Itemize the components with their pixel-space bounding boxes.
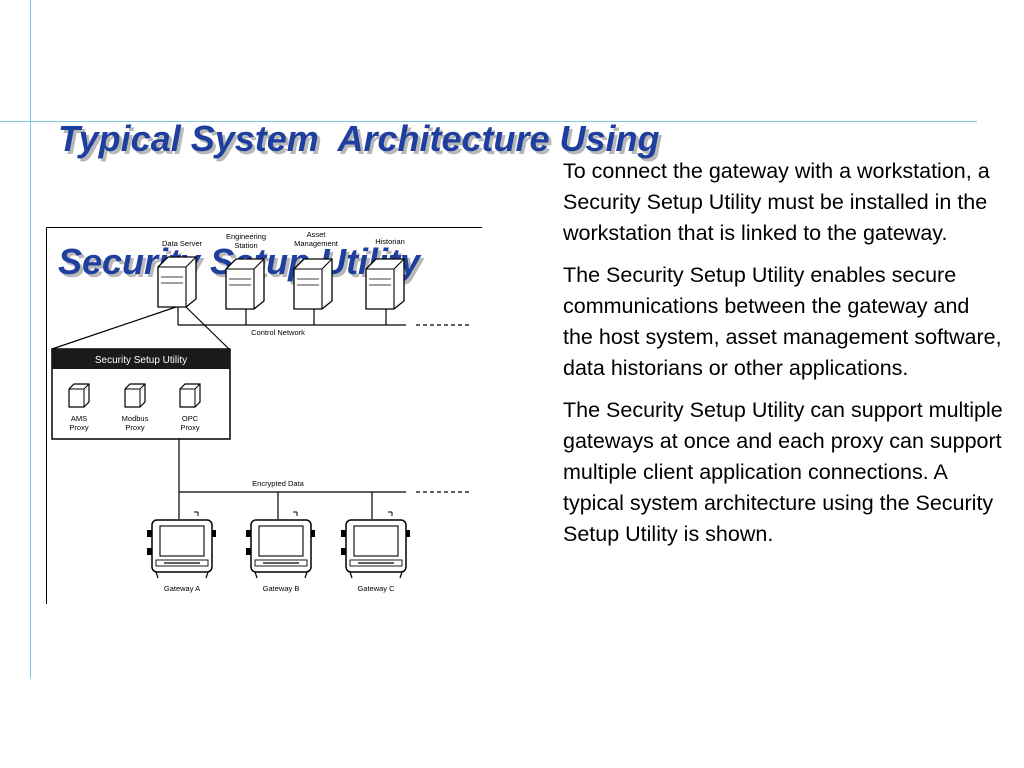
proxy-label-2b: Proxy bbox=[125, 423, 144, 432]
server-label-2a: Engineering bbox=[226, 232, 266, 241]
paragraph-1: To connect the gateway with a workstatio… bbox=[563, 159, 990, 245]
utility-header-bar bbox=[52, 349, 230, 369]
server-label-2b: Station bbox=[234, 241, 257, 250]
server-label-4: Historian bbox=[375, 237, 405, 246]
gateway-b-icon bbox=[245, 511, 316, 579]
architecture-diagram: Data Server Engineering Station Asset Ma… bbox=[46, 227, 482, 604]
ams-proxy-icon bbox=[68, 383, 90, 408]
proxy-label-3b: Proxy bbox=[180, 423, 199, 432]
data-server-icon bbox=[157, 256, 197, 308]
proxy-label-2a: Modbus bbox=[122, 414, 149, 423]
utility-title: Security Setup Utility bbox=[95, 355, 187, 366]
paragraph-2: The Security Setup Utility enables secur… bbox=[563, 263, 1002, 380]
proxy-label-3a: OPC bbox=[182, 414, 199, 423]
gateway-a-icon bbox=[146, 511, 217, 579]
control-network-label: Control Network bbox=[251, 328, 305, 337]
proxy-label-1a: AMS bbox=[71, 414, 87, 423]
vertical-accent-line bbox=[30, 0, 31, 678]
title-line-1: Typical System Architecture Using bbox=[58, 118, 660, 159]
paragraph-3: The Security Setup Utility can support m… bbox=[563, 398, 1003, 546]
encrypted-data-label: Encrypted Data bbox=[252, 479, 305, 488]
proxy-label-1b: Proxy bbox=[69, 423, 88, 432]
asset-management-icon bbox=[293, 258, 333, 310]
server-label-1: Data Server bbox=[162, 239, 203, 248]
modbus-proxy-icon bbox=[124, 383, 146, 408]
opc-proxy-icon bbox=[179, 383, 201, 408]
horizontal-accent-line bbox=[0, 121, 977, 122]
server-label-3b: Management bbox=[294, 239, 339, 248]
gateway-b-label: Gateway B bbox=[263, 584, 300, 593]
slide-title: Typical System Architecture Using Securi… bbox=[58, 36, 660, 323]
gateway-c-label: Gateway C bbox=[357, 584, 395, 593]
engineering-station-icon bbox=[225, 258, 265, 310]
historian-icon bbox=[365, 258, 405, 310]
gateway-c-icon bbox=[340, 511, 411, 579]
server-label-3a: Asset bbox=[307, 230, 327, 239]
slide-body: To connect the gateway with a workstatio… bbox=[563, 156, 1003, 561]
gateway-a-label: Gateway A bbox=[164, 584, 200, 593]
